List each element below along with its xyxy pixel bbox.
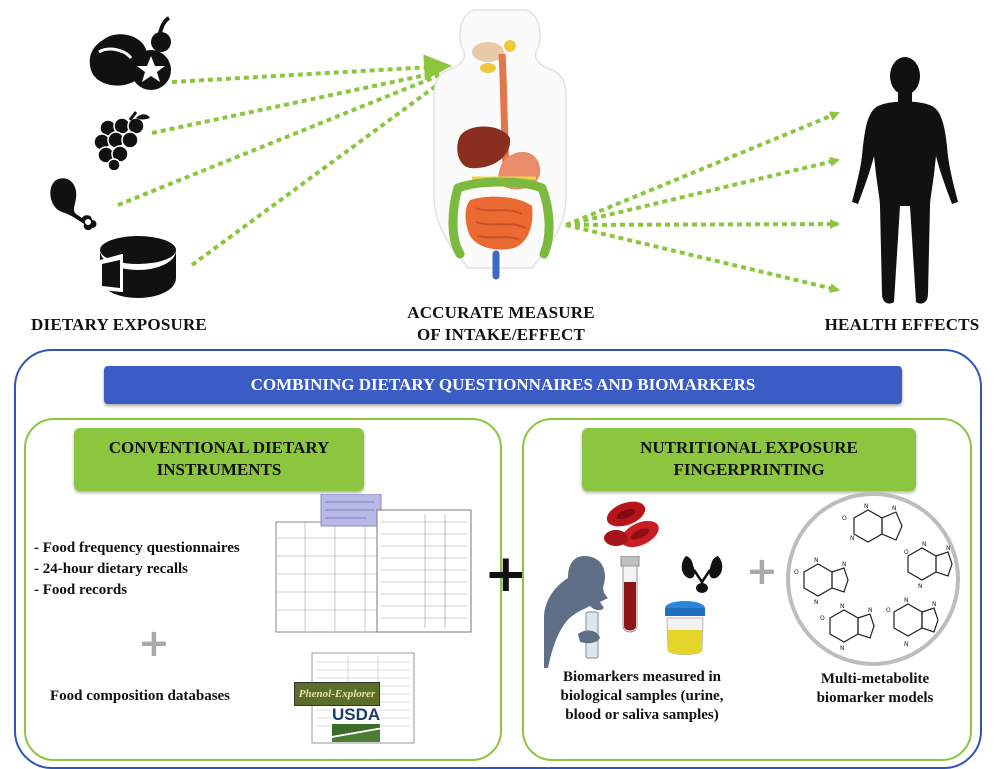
metabolite-circle [786, 492, 960, 666]
svg-text:N: N [932, 601, 937, 608]
usda-logo: USDA [332, 706, 380, 742]
svg-text:N: N [850, 535, 855, 542]
plus-icon-metabolites: + [746, 549, 778, 593]
svg-text:N: N [864, 503, 869, 510]
accurate-measure-label: ACCURATE MEASURE OF INTAKE/EFFECT [376, 302, 626, 346]
svg-text:N: N [922, 541, 927, 548]
blood-tube-icon [620, 556, 640, 633]
instrument-list: - Food frequency questionnaires - 24-hou… [34, 538, 240, 601]
plus-icon-combine: + [484, 544, 528, 604]
dietary-exposure-label: DIETARY EXPOSURE [31, 315, 207, 334]
multi-metabolite-caption-line1: Multi-metabolite [820, 671, 930, 687]
digestive-system-illustration [433, 9, 567, 280]
multi-metabolite-caption: Multi-metabolite biomarker models [790, 670, 960, 708]
list-item: - Food frequency questionnaires [34, 540, 240, 556]
svg-text:N: N [868, 607, 873, 614]
fingerprinting-panel [522, 418, 972, 761]
svg-text:N: N [814, 557, 819, 564]
chicken-leg-icon [50, 178, 97, 230]
health-effects-label: HEALTH EFFECTS [824, 315, 980, 334]
svg-text:N: N [946, 545, 951, 552]
usda-logo-field [332, 724, 380, 742]
phenol-explorer-logo-text: Phenol-Explorer [298, 688, 376, 700]
svg-text:N: N [904, 597, 909, 604]
conventional-title-line2: INSTRUMENTS [156, 460, 282, 479]
biomarkers-caption-line3: blood or saliva samples) [565, 707, 719, 723]
svg-text:N: N [892, 505, 897, 512]
arrow-to-health-1 [565, 111, 840, 227]
svg-text:O: O [842, 515, 847, 522]
combining-banner: COMBINING DIETARY QUESTIONNAIRES AND BIO… [104, 366, 902, 404]
human-silhouette-icon [852, 57, 958, 304]
list-item: - 24-hour dietary recalls [34, 561, 189, 577]
conventional-title: CONVENTIONAL DIETARY INSTRUMENTS [74, 428, 364, 491]
flow-arrows [117, 54, 840, 294]
biomarkers-caption-line2: biological samples (urine, [560, 688, 724, 704]
arrow-to-health-4 [565, 223, 840, 294]
phenol-explorer-logo: Phenol-Explorer [294, 682, 380, 706]
accurate-measure-line2: OF INTAKE/EFFECT [416, 325, 586, 344]
usda-logo-text: USDA [332, 705, 381, 724]
svg-text:N: N [842, 561, 847, 568]
vegetables-icon [89, 16, 171, 90]
svg-text:N: N [840, 603, 845, 610]
questionnaire-forms-image [275, 494, 472, 633]
plus-icon-databases: + [138, 621, 170, 665]
svg-text:O: O [886, 607, 891, 614]
person-saliva-sample-icon [544, 556, 608, 668]
grapes-icon [93, 111, 150, 170]
urine-sample-cup-icon [665, 601, 705, 655]
red-blood-cells-icon [604, 501, 659, 548]
multi-metabolite-caption-line2: biomarker models [816, 690, 934, 706]
arrow-from-grapes [151, 70, 441, 135]
fingerprinting-title-line2: FINGERPRINTING [673, 460, 825, 479]
kidney-icon [681, 556, 723, 593]
conventional-panel [24, 418, 502, 761]
fingerprinting-title: NUTRITIONAL EXPOSURE FINGERPRINTING [582, 428, 916, 491]
svg-text:N: N [840, 645, 845, 652]
svg-text:N: N [814, 599, 819, 606]
svg-text:N: N [904, 641, 909, 648]
arrow-to-health-3 [565, 219, 840, 230]
fingerprinting-title-line1: NUTRITIONAL EXPOSURE [640, 438, 858, 457]
arrow-to-health-2 [565, 156, 840, 227]
accurate-measure-line1: ACCURATE MEASURE [407, 303, 595, 322]
svg-text:O: O [820, 615, 825, 622]
biomarkers-caption: Biomarkers measured in biological sample… [532, 668, 752, 725]
svg-text:O: O [904, 549, 909, 556]
cheese-icon [100, 236, 176, 298]
biomarkers-caption-line1: Biomarkers measured in [562, 669, 722, 685]
arrow-from-vegetables [171, 54, 452, 84]
arrow-from-cheese [190, 78, 446, 267]
arrow-from-chicken [117, 73, 441, 207]
svg-text:O: O [794, 569, 799, 576]
molecule-structures-icon: O N N N O N N N O N N N O N N N O N N N [794, 503, 953, 652]
conventional-title-line1: CONVENTIONAL DIETARY [108, 438, 330, 457]
food-composition-label: Food composition databases [50, 688, 231, 704]
svg-text:N: N [918, 583, 923, 590]
list-item: - Food records [34, 582, 128, 598]
